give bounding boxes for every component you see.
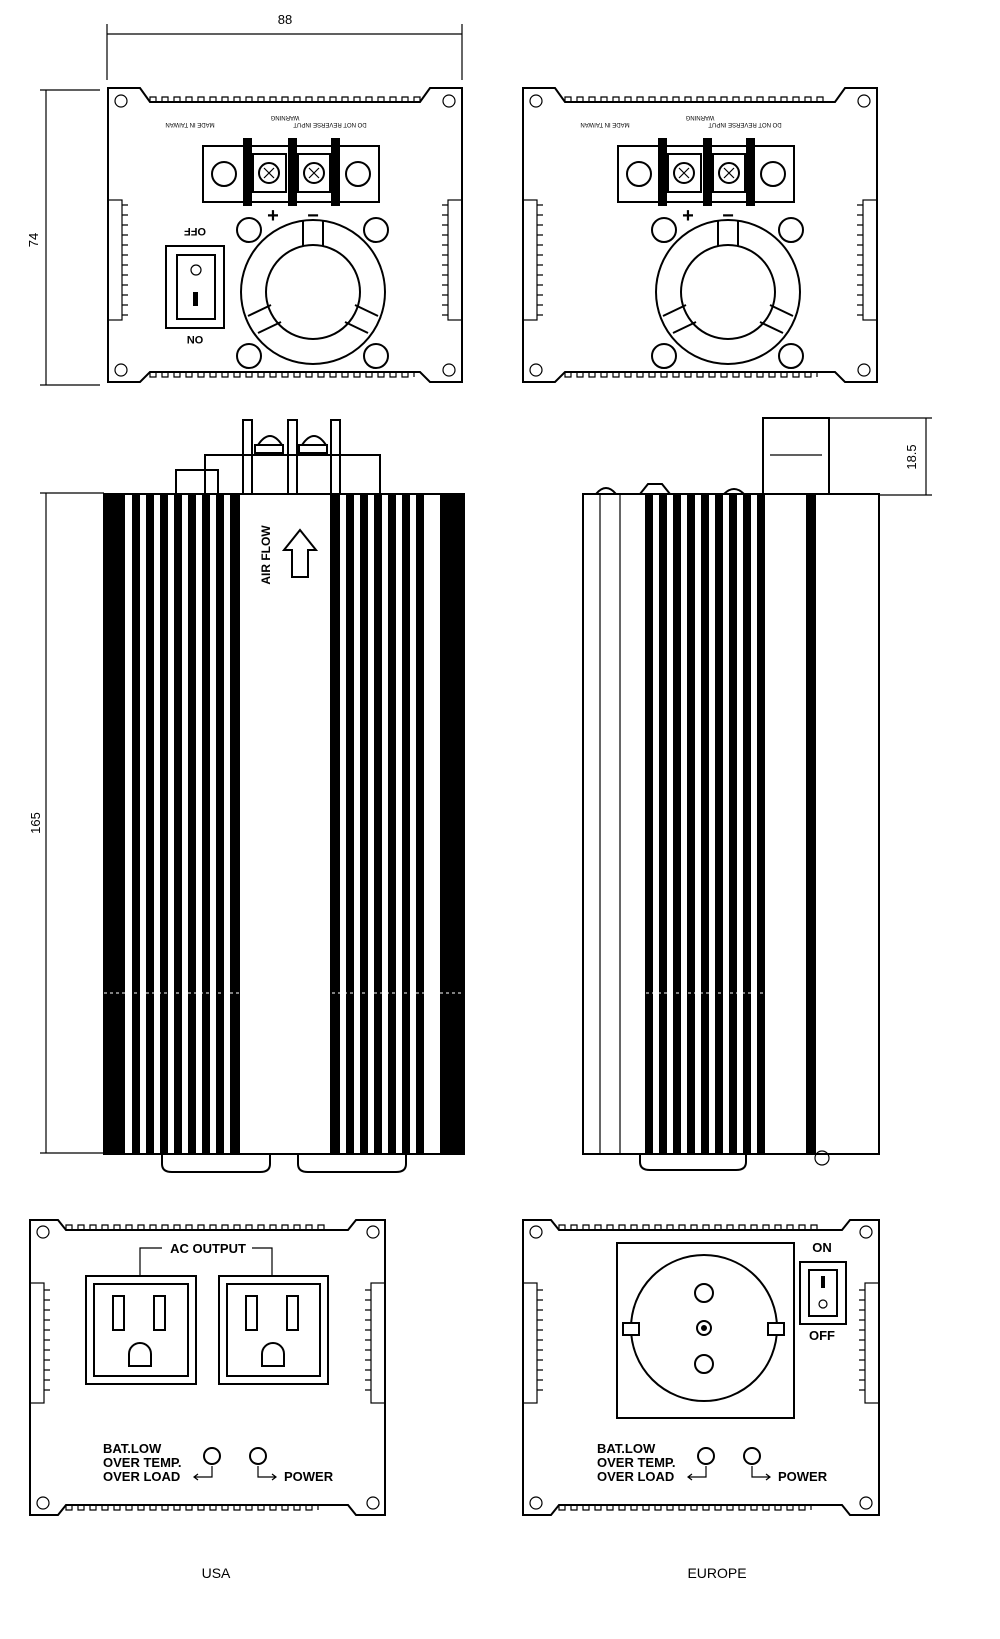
caption-usa: USA xyxy=(202,1565,231,1581)
fan-screw-icon xyxy=(778,217,804,243)
polarity-plus: + xyxy=(682,205,694,227)
polarity-minus: − xyxy=(307,205,319,227)
made-in-text: MADE IN TAIWAN xyxy=(580,121,629,127)
dimension-height: 74 xyxy=(26,89,100,386)
bat-low-label: BAT.LOW xyxy=(103,1441,162,1456)
fault-led-icon xyxy=(203,1447,221,1465)
europe-switch-on-label: ON xyxy=(812,1240,832,1255)
made-in-text: MADE IN TAIWAN xyxy=(165,121,214,127)
side-view xyxy=(582,417,880,1171)
airflow-arrow-icon xyxy=(281,528,319,578)
dimension-terminal-height-label: 18.5 xyxy=(904,444,919,469)
fan-screw-icon xyxy=(363,343,389,369)
dimension-length-label: 165 xyxy=(28,812,43,834)
us-outlet-right xyxy=(218,1275,329,1385)
over-temp-label: OVER TEMP. xyxy=(597,1455,676,1470)
power-label: POWER xyxy=(284,1469,334,1484)
side-foot xyxy=(639,1154,747,1171)
side-switch xyxy=(639,483,671,495)
fan-screw-icon xyxy=(651,217,677,243)
dc-input-panel-europe: WARNING DO NOT REVERSE INPUT MADE IN TAI… xyxy=(522,87,878,383)
feet xyxy=(161,1154,407,1173)
power-led-icon xyxy=(743,1447,761,1465)
heatsink-fins-right xyxy=(330,494,464,1154)
over-load-label: OVER LOAD xyxy=(103,1469,180,1484)
fan-icon xyxy=(655,219,801,365)
top-view: AIR FLOW xyxy=(103,419,465,1173)
polarity-minus: − xyxy=(722,205,734,227)
dimension-width: 88 xyxy=(106,12,463,80)
mount-hole xyxy=(114,363,128,377)
dimension-terminal-height: 18.5 xyxy=(830,417,932,496)
side-fins-left xyxy=(107,199,128,321)
warning-text: WARNING xyxy=(270,114,299,120)
air-flow-label: AIR FLOW xyxy=(259,525,273,585)
over-temp-label: OVER TEMP. xyxy=(103,1455,182,1470)
caption-europe: EUROPE xyxy=(687,1565,746,1581)
bat-low-label: BAT.LOW xyxy=(597,1441,656,1456)
fan-screw-icon xyxy=(651,343,677,369)
terminal-screw-icon xyxy=(673,162,695,184)
power-label: POWER xyxy=(778,1469,828,1484)
panel-top-teeth xyxy=(149,96,421,103)
side-terminal-block xyxy=(762,417,830,495)
fan-screw-icon xyxy=(778,343,804,369)
terminal-screw-icon xyxy=(303,162,325,184)
side-heatsink-fins xyxy=(645,494,816,1154)
ac-output-label: AC OUTPUT xyxy=(170,1241,246,1256)
terminal-screw-icon xyxy=(258,162,280,184)
fan-screw-icon xyxy=(236,217,262,243)
mount-hole xyxy=(442,363,456,377)
polarity-plus: + xyxy=(267,205,279,227)
schuko-outlet xyxy=(616,1242,795,1419)
panel-bottom-teeth xyxy=(149,371,415,378)
earth-pin-icon xyxy=(696,1320,712,1336)
switch-off-label: OFF xyxy=(184,225,206,237)
dc-input-panel-usa: WARNING DO NOT REVERSE INPUT MADE IN TAI… xyxy=(107,87,463,383)
reverse-input-text: DO NOT REVERSE INPUT xyxy=(708,121,782,127)
terminal-screw-icon xyxy=(718,162,740,184)
us-outlet-left xyxy=(85,1275,197,1385)
fan-screw-icon xyxy=(363,217,389,243)
fan-icon xyxy=(240,219,386,365)
ac-output-panel-europe: ON OFF BAT.LOW OVER TEMP. OVER LOAD POWE… xyxy=(522,1219,880,1516)
side-fins-right xyxy=(442,199,463,321)
mount-hole xyxy=(442,94,456,108)
switch-on-label: ON xyxy=(187,333,204,345)
power-switch xyxy=(165,245,225,329)
fan-screw-icon xyxy=(236,343,262,369)
dimension-width-label: 88 xyxy=(278,12,292,27)
top-terminals xyxy=(175,419,381,495)
europe-power-switch xyxy=(799,1261,847,1325)
fault-led-icon xyxy=(697,1447,715,1465)
over-load-label: OVER LOAD xyxy=(597,1469,674,1484)
europe-switch-off-label: OFF xyxy=(809,1328,835,1343)
dimension-height-label: 74 xyxy=(26,233,41,247)
power-led-icon xyxy=(249,1447,267,1465)
warning-text: WARNING xyxy=(685,114,714,120)
dimension-length: 165 xyxy=(28,492,104,1154)
dc-terminal-block xyxy=(202,138,380,206)
ac-output-panel-usa: AC OUTPUT BAT.LOW OVER TEMP. OVER LOAD P… xyxy=(29,1219,386,1516)
reverse-input-text: DO NOT REVERSE INPUT xyxy=(293,121,367,127)
heatsink-fins-left xyxy=(105,494,240,1154)
mount-hole xyxy=(114,94,128,108)
